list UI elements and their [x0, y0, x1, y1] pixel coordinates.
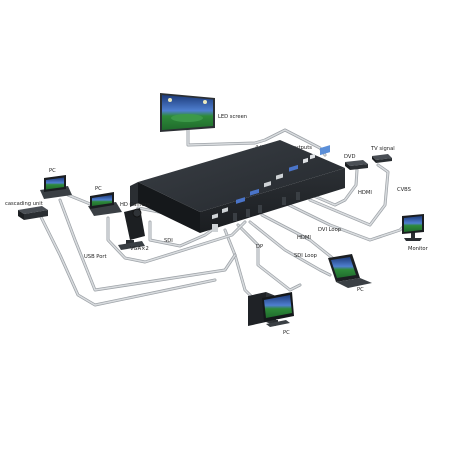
laptop-pc-label: PC: [357, 287, 364, 293]
cable-sdi-camera: [148, 220, 217, 248]
bottom-pc: [248, 292, 294, 327]
laptop-pc: [328, 254, 372, 288]
cascading-unit: [18, 206, 48, 220]
cable-dp: [236, 223, 302, 292]
sdi-label: SDI: [164, 238, 173, 244]
monitor-label: Monitor: [408, 246, 429, 252]
cable-cvbs: [308, 163, 390, 227]
cable-vga: [106, 216, 247, 264]
cable-sdi-loop: [248, 220, 332, 277]
dvd-player: [345, 160, 368, 170]
processor-side: [138, 182, 200, 233]
cable-hdmi-dvd: [298, 168, 359, 207]
cable-usb: [58, 198, 237, 292]
cable-connectors: [212, 192, 300, 232]
hdmi-mid-label: HDMI: [297, 235, 311, 241]
hdmi-top-label: HDMI: [358, 190, 372, 196]
cascading-unit-label: cascading unit: [5, 201, 43, 207]
hd-camera: [118, 208, 145, 250]
led-screen-label: LED screen: [218, 114, 247, 120]
vga-label: VGA×2: [130, 246, 149, 252]
dvd-label: DVD: [344, 154, 355, 160]
dp-label: DP: [256, 244, 263, 250]
cable-to-bottom-pc: [223, 228, 257, 302]
bottom-pc-label: PC: [283, 330, 290, 336]
cvbs-label: CVBS: [397, 187, 411, 193]
led-screen-display: [162, 95, 213, 130]
left-pc-second-label: PC: [95, 186, 102, 192]
sdi-loop-label: SDI Loop: [294, 253, 318, 259]
led-screen: [160, 93, 215, 132]
left-pc-top-label: PC: [49, 168, 56, 174]
monitor: [402, 214, 424, 241]
tv-signal-box: [372, 154, 392, 163]
left-pc-second: [88, 192, 122, 216]
hd-camera-label: HD Camera: [120, 202, 150, 208]
led-video-processor: [130, 140, 345, 233]
processor-ports: [212, 145, 330, 220]
usb-port-label: USB Port: [84, 254, 107, 260]
cable-led-outputs: [186, 123, 327, 157]
left-pc-top: [40, 175, 72, 199]
processor-top: [138, 140, 345, 212]
cable-cascading: [38, 213, 217, 307]
tv-signal-label: TV signal: [370, 146, 395, 152]
dvi-loop-label: DVI Loop: [318, 227, 342, 233]
